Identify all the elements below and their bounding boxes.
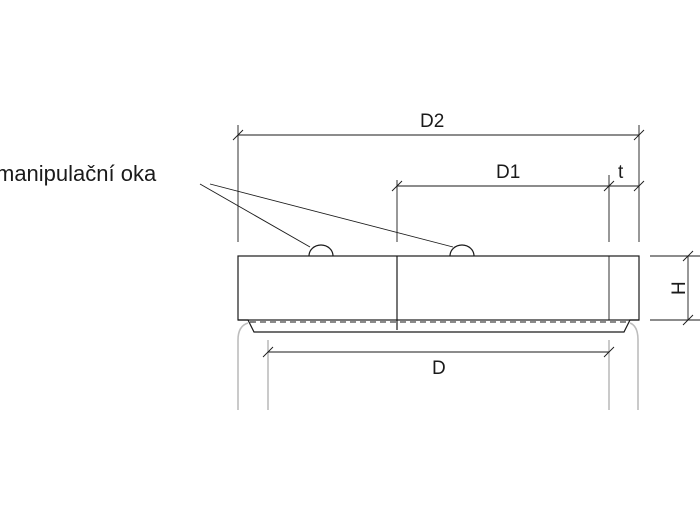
lifting-lug-left <box>308 244 334 257</box>
tick-d2-left <box>232 129 244 141</box>
lifting-lugs <box>308 244 475 257</box>
label-d2: D2 <box>420 111 444 132</box>
tick-h-bottom <box>682 314 694 326</box>
extension-lines <box>237 125 700 321</box>
dimension-t <box>609 180 645 192</box>
dimension-d <box>262 346 615 358</box>
cover-slab <box>237 255 640 333</box>
label-t: t <box>618 162 624 183</box>
leader-line-left-lug <box>199 183 311 248</box>
tick-d-left <box>262 346 274 358</box>
tick-d-right <box>603 346 615 358</box>
shaft-wall-right <box>629 322 639 410</box>
tick-d2-right <box>633 129 645 141</box>
tick-h-top <box>682 250 694 262</box>
leader-line-right-lug <box>209 183 454 248</box>
tick-d1-left <box>391 180 403 192</box>
label-d: D <box>432 358 446 379</box>
label-h: H <box>669 281 690 295</box>
cover-outline <box>237 255 640 321</box>
dimension-h <box>682 250 694 326</box>
dimension-d2 <box>232 129 645 141</box>
annotation-label: manipulační oka <box>0 161 157 186</box>
lifting-lug-right <box>449 244 475 257</box>
shaft-wall-left <box>237 322 249 410</box>
tick-t-right <box>633 180 645 192</box>
label-d1: D1 <box>496 162 520 183</box>
cover-seating-ring <box>238 319 639 333</box>
annotation-leaders <box>199 183 454 248</box>
